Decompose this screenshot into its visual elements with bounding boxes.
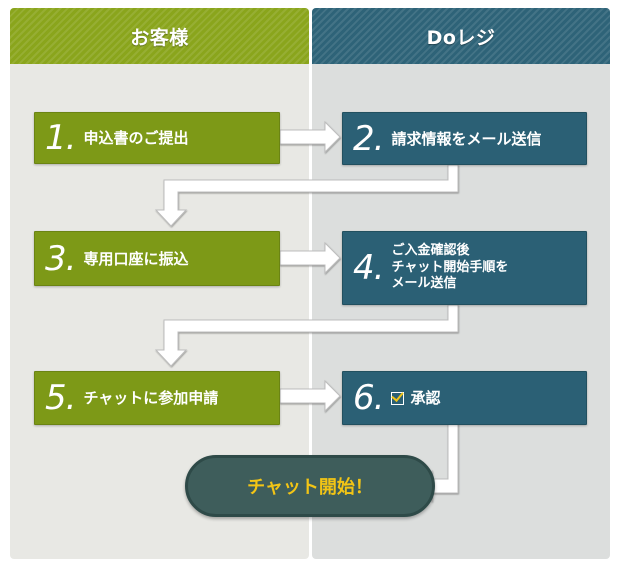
step-5-label: チャットに参加申請	[83, 389, 219, 407]
step-2-number: 2.	[353, 118, 384, 159]
doregi-column-header: Doレジ	[312, 8, 610, 64]
chat-start-pill: チャット開始！	[185, 455, 435, 517]
step-4-payment-confirmed-email: 4. ご入金確認後 チャット開始手順を メール送信	[342, 231, 587, 305]
step-6-number: 6.	[353, 378, 384, 418]
step-6-approval: 6. 承認	[342, 371, 587, 425]
step-3-bank-transfer: 3. 専用口座に振込	[34, 231, 280, 286]
step-2-send-billing-email: 2. 請求情報をメール送信	[342, 112, 587, 165]
checkbox-checked-icon	[391, 391, 405, 405]
doregi-column-title: Doレジ	[426, 26, 496, 49]
step-6-label: 承認	[410, 389, 441, 407]
arrow-step2-to-step3	[154, 164, 459, 227]
step-1-number: 1.	[45, 118, 76, 158]
step-1-label: 申込書のご提出	[83, 129, 189, 147]
step-4-line-2: チャット開始手順を	[391, 259, 509, 275]
step-4-number: 4.	[353, 248, 384, 288]
customer-column-title: お客様	[130, 26, 189, 49]
step-1-submit-application: 1. 申込書のご提出	[34, 112, 280, 164]
customer-column-header: お客様	[10, 8, 309, 64]
arrow-step4-to-step5	[154, 304, 459, 367]
step-4-line-1: ご入金確認後	[391, 242, 470, 258]
step-4-label: ご入金確認後 チャット開始手順を メール送信	[391, 243, 508, 294]
arrow-step1-to-step2	[279, 120, 341, 154]
step-5-join-chat-request: 5. チャットに参加申請	[34, 371, 280, 425]
step-4-line-3: メール送信	[391, 276, 457, 292]
step-3-number: 3.	[45, 238, 76, 279]
arrow-step5-to-step6	[279, 379, 341, 413]
step-2-label: 請求情報をメール送信	[391, 129, 542, 148]
arrow-step3-to-step4	[279, 241, 341, 275]
chat-start-label: チャット開始！	[247, 477, 373, 498]
step-3-label: 専用口座に振込	[83, 249, 189, 268]
step-5-number: 5.	[45, 378, 76, 418]
